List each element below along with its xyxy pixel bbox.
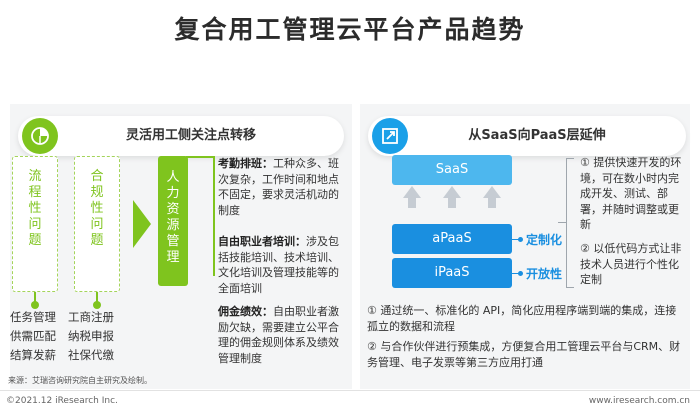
connector-line bbox=[34, 292, 36, 302]
detail-attendance-head: 考勤排班： bbox=[218, 157, 273, 170]
detail-commission-text: 自由职业者激励欠缺，需要建立公平合理的佣金规则体系及绩效管理制度 bbox=[218, 305, 339, 365]
compliance-item-1: 工商注册 bbox=[68, 310, 114, 324]
pie-chart-icon bbox=[22, 118, 58, 154]
process-item-2: 供需匹配 bbox=[10, 329, 56, 343]
left-header-text: 灵活用工侧关注点转移 bbox=[125, 128, 256, 143]
detail-attendance: 考勤排班：工种众多、班次复杂，工作时间和地点不固定，要求灵活机动的制度 bbox=[218, 156, 346, 218]
ipaas-box: iPaaS bbox=[392, 258, 512, 288]
apaas-note-2: ② 以低代码方式让非技术人员进行个性化定制 bbox=[580, 242, 682, 286]
export-icon bbox=[372, 118, 408, 154]
detail-attendance-text: 工种众多、班次复杂，工作时间和地点不固定，要求灵活机动的制度 bbox=[218, 157, 339, 217]
tag-dot bbox=[518, 271, 523, 276]
tag-connector bbox=[512, 239, 520, 240]
detail-commission: 佣金绩效：自由职业者激励欠缺，需要建立公平合理的佣金规则体系及绩效管理制度 bbox=[218, 304, 346, 366]
compliance-issue-column: 合规性问题 bbox=[74, 156, 120, 292]
ipaas-note-2: ② 与合作伙伴进行预集成，方便复合用工管理云平台与CRM、财务管理、电子发票等第… bbox=[367, 340, 681, 369]
hr-management-label: 人力资源管理 bbox=[166, 170, 180, 265]
detail-commission-head: 佣金绩效： bbox=[218, 305, 273, 318]
right-header-pill: 从SaaS向PaaS层延伸 bbox=[368, 116, 686, 156]
apaas-box: aPaaS bbox=[392, 224, 512, 254]
apaas-note-1: ① 提供快速开发的环境，可在数小时内完成开发、测试、部署，并随时调整或更新 bbox=[580, 156, 682, 231]
page-title: 复合用工管理云平台产品趋势 bbox=[174, 15, 526, 44]
connector-dot bbox=[93, 301, 101, 309]
bracket-tick bbox=[558, 222, 566, 223]
connector-line bbox=[186, 156, 214, 158]
process-item-3: 结算发薪 bbox=[10, 348, 56, 362]
source-note: 来源：艾瑞咨询研究院自主研究及绘制。 bbox=[8, 376, 152, 385]
connector-line bbox=[96, 292, 98, 302]
compliance-item-3: 社保代缴 bbox=[68, 348, 114, 362]
copyright: ©2021.12 iResearch Inc. bbox=[6, 396, 118, 406]
footer-divider bbox=[0, 390, 700, 391]
process-issue-label: 流程性问题 bbox=[28, 169, 42, 248]
customization-tag: 定制化 bbox=[526, 233, 563, 247]
right-arrow-icon bbox=[133, 200, 151, 248]
website-link[interactable]: www.iresearch.com.cn bbox=[588, 396, 690, 406]
process-item-1: 任务管理 bbox=[10, 310, 56, 324]
connector-line bbox=[213, 156, 215, 276]
hr-management-column: 人力资源管理 bbox=[158, 156, 188, 286]
tag-dot bbox=[518, 237, 523, 242]
detail-training-text: 涉及包括技能培训、技术培训、文化培训及管理技能等的全面培训 bbox=[218, 235, 339, 295]
compliance-issue-label: 合规性问题 bbox=[90, 169, 104, 248]
process-issue-column: 流程性问题 bbox=[12, 156, 58, 292]
connector-dot bbox=[31, 301, 39, 309]
compliance-item-2: 纳税申报 bbox=[68, 329, 114, 343]
saas-box: SaaS bbox=[392, 155, 512, 185]
right-header-text: 从SaaS向PaaS层延伸 bbox=[468, 128, 606, 143]
detail-training: 自由职业者培训：涉及包括技能培训、技术培训、文化培训及管理技能等的全面培训 bbox=[218, 234, 346, 296]
ipaas-note-1: ① 通过统一、标准化的 API，简化应用程序端到端的集成，连接孤立的数据和流程 bbox=[367, 304, 677, 333]
detail-training-head: 自由职业者培训： bbox=[218, 235, 306, 248]
openness-tag: 开放性 bbox=[526, 267, 563, 281]
bracket bbox=[566, 158, 574, 288]
tag-connector bbox=[512, 273, 520, 274]
left-header-pill: 灵活用工侧关注点转移 bbox=[18, 116, 344, 156]
